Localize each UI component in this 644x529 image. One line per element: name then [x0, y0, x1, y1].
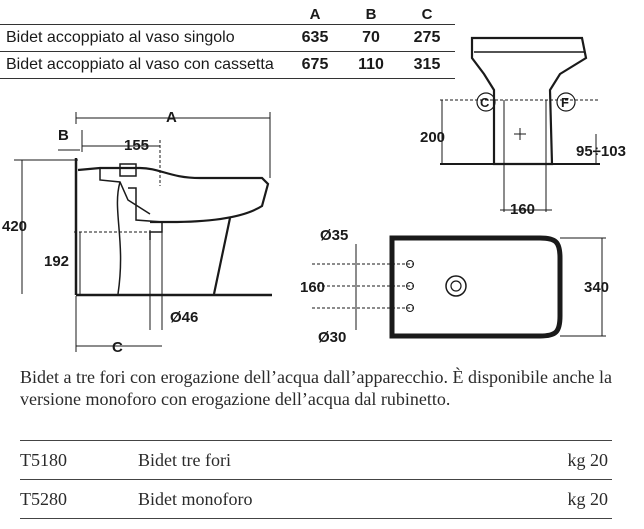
label-dim-c: C [112, 339, 123, 356]
label-dim-200: 200 [420, 129, 445, 146]
label-dim-b: B [58, 127, 69, 144]
label-dim-front-160: 160 [510, 201, 535, 218]
header-b: B [365, 5, 377, 23]
dimension-table: A B C Bidet accoppiato al vaso singolo 6… [0, 4, 455, 79]
product-weight: kg 20 [479, 479, 612, 519]
table-row: T5280 Bidet monoforo kg 20 [20, 479, 612, 519]
value-a: 635 [287, 24, 343, 52]
product-description: Bidet a tre fori con erogazione dell’acq… [20, 367, 612, 409]
dimension-header-row: A B C [0, 4, 455, 25]
row-label: Bidet accoppiato al vaso con cassetta [0, 51, 287, 79]
header-a: A [309, 5, 321, 23]
value-b: 70 [343, 24, 399, 52]
table-row: Bidet accoppiato al vaso singolo 635 70 … [0, 24, 455, 52]
row-label: Bidet accoppiato al vaso singolo [0, 24, 287, 52]
product-name: Bidet monoforo [138, 479, 480, 519]
label-dim-30: Ø30 [318, 329, 346, 346]
label-dim-95-103: 95÷103 [576, 143, 626, 160]
product-code: T5280 [20, 479, 138, 519]
label-dim-46: Ø46 [170, 309, 198, 326]
top-view-drawing [312, 235, 606, 339]
label-dim-a: A [166, 109, 177, 126]
label-dim-192: 192 [44, 253, 69, 270]
label-dim-top-160: 160 [300, 279, 325, 296]
technical-drawings: A B 155 420 192 Ø46 C C F 200 95÷103 160… [2, 36, 626, 356]
header-c: C [421, 5, 433, 23]
label-dim-420: 420 [2, 218, 27, 235]
side-view-drawing [14, 112, 272, 352]
product-weight: kg 20 [479, 440, 612, 480]
value-c: 315 [399, 51, 455, 79]
table-row: T5180 Bidet tre fori kg 20 [20, 440, 612, 480]
product-table: T5180 Bidet tre fori kg 20 T5280 Bidet m… [20, 440, 612, 519]
value-a: 675 [287, 51, 343, 79]
label-dim-35: Ø35 [320, 227, 348, 244]
label-front-c: C [480, 95, 490, 110]
product-code: T5180 [20, 440, 138, 480]
value-b: 110 [343, 51, 399, 79]
label-dim-155: 155 [124, 137, 149, 154]
front-view-drawing [440, 36, 600, 212]
label-front-f: F [561, 95, 569, 110]
label-dim-340: 340 [584, 279, 609, 296]
product-name: Bidet tre fori [138, 440, 480, 480]
table-row: Bidet accoppiato al vaso con cassetta 67… [0, 51, 455, 79]
value-c: 275 [399, 24, 455, 52]
